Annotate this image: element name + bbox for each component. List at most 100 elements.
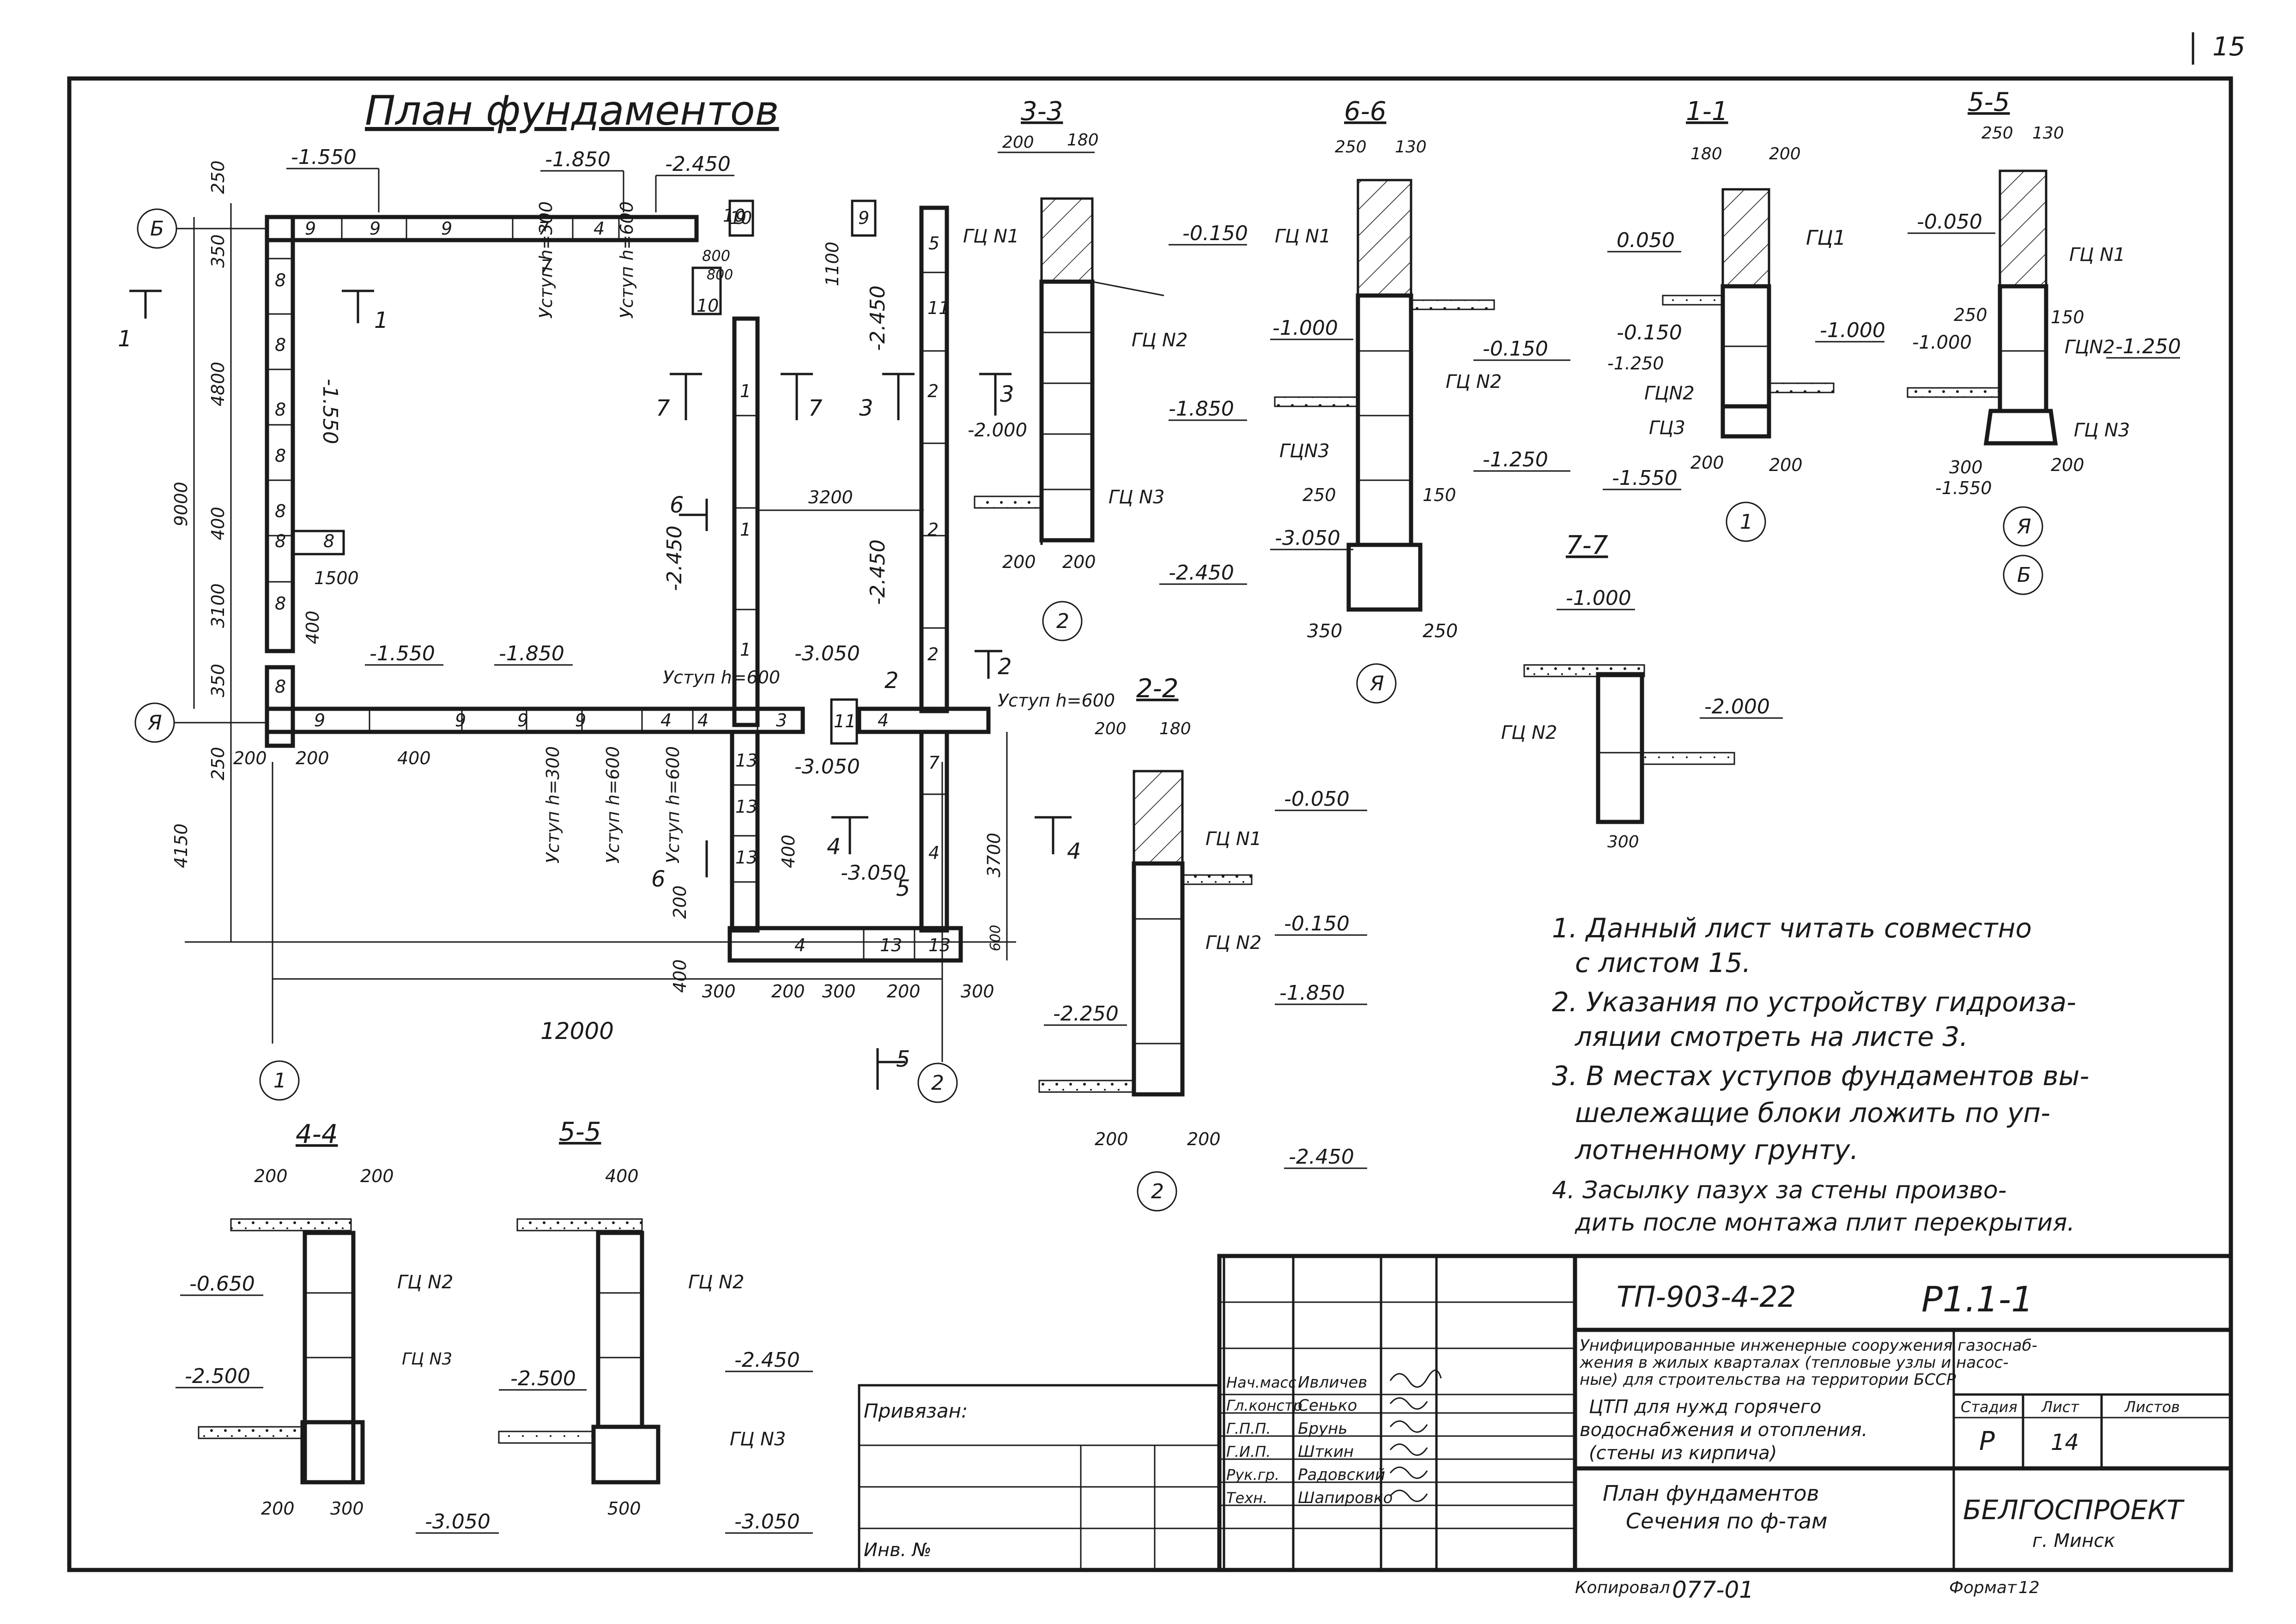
block-label: 13 [928, 935, 951, 955]
dimension-label: 9000 [171, 482, 191, 526]
plan-pit-bottom [727, 926, 963, 963]
block-type-label: ГЦ N2 [1206, 932, 1261, 954]
block-label: 8 [275, 501, 286, 521]
name-label: Ивличев [1298, 1373, 1367, 1392]
dimension-label: 400 [605, 1166, 639, 1186]
axis-label: 2 [1151, 1180, 1164, 1203]
block-label: 4 [594, 218, 605, 239]
block-label: 9 [517, 710, 528, 730]
elevation-label: -3.050 [1275, 526, 1340, 550]
axis-bubble [259, 1060, 300, 1101]
dimension-label: 3200 [808, 487, 853, 507]
dimension-label: 350 [208, 234, 228, 268]
dimension-label: 130 [1395, 138, 1427, 157]
elevation-label: -2.500 [510, 1367, 576, 1390]
project-title: водоснабжения и отопления. [1580, 1419, 1867, 1441]
block-label: 7 [540, 256, 551, 277]
drawing-code: ТП-903-4-22 [1617, 1280, 1796, 1314]
description-line: Унифицированные инженерные сооружения га… [1580, 1336, 2037, 1355]
step-label: Уступ h=600 [603, 746, 623, 863]
plan-section-marks: 1 1 7 7 3 3 6 6 2 2 4 4 5 5 [118, 290, 1081, 1090]
dimension-label: 250 [1954, 305, 1987, 325]
section-3-3: 3-3 200 180 200 200 -0.150 -2.000 -1.850… [963, 97, 1248, 641]
section-mark-label: 6 [670, 492, 684, 518]
dimension-label: 200 [261, 1498, 295, 1519]
block-type-label: ГЦN2 [1644, 383, 1695, 404]
section-mark-label: 5 [896, 1046, 910, 1072]
block-label: 13 [735, 797, 757, 817]
elevation-label: -2.500 [185, 1364, 250, 1388]
dimension-label: 200 [1769, 455, 1803, 475]
block-label: 7 [928, 753, 939, 773]
elevation-label: -2.450 [1289, 1145, 1354, 1169]
elevation-label: -1.550 [370, 642, 435, 665]
block-label: 13 [735, 847, 757, 868]
axis-label: 1 [1740, 510, 1753, 534]
section-mark-label: 3 [1000, 381, 1014, 407]
block-label: 5 [928, 233, 939, 254]
block-type-label: ГЦ N2 [397, 1272, 453, 1293]
block-label: 3 [776, 710, 787, 730]
plan-block-labels: 9 9 9 7 4 10 9 9 5 11 8 8 8 8 8 8 8 8 8 … [275, 205, 951, 955]
general-notes: 1. Данный лист читать совместно с листом… [1552, 912, 2089, 1237]
elevation-label: -1.000 [1912, 332, 1972, 353]
step-label: Уступ h=600 [617, 201, 637, 319]
block-type-label: ГЦN2 [2065, 337, 2115, 358]
block-type-label: ГЦN3 [1279, 441, 1330, 462]
block-type-label: ГЦ N2 [1446, 371, 1502, 392]
block-label: 4 [697, 710, 709, 730]
description-line: жения в жилых кварталах (тепловые узлы и… [1579, 1353, 2009, 1372]
organization: БЕЛГОСПРОЕКТ [1963, 1494, 2185, 1526]
note-line: шележащие блоки ложить по уп- [1575, 1097, 2050, 1129]
dimension-label: 400 [778, 834, 799, 868]
section-4-4: 4-4 200 200 200 300 -0.650 -2.500 -3.050… [176, 1119, 499, 1534]
step-label: Уступ h=600 [663, 746, 683, 863]
section-7-7: 7-7 300 -1.000 -2.000 ГЦ N2 [1501, 531, 1783, 851]
axis-label: 2 [1056, 610, 1069, 633]
plan-dimension-lines [185, 203, 1016, 1062]
elevation-label: -3.050 [734, 1510, 800, 1533]
note-line: ляции смотреть на листе 3. [1575, 1021, 1968, 1052]
section-title: 1-1 [1686, 97, 1728, 127]
signature-mark [1389, 1443, 1428, 1456]
dimension-label: 200 [1095, 719, 1127, 738]
role-label: Рук.гр. [1226, 1466, 1279, 1484]
dimension-label: 150 [1423, 485, 1456, 505]
elevation-label: -3.050 [841, 861, 906, 885]
block-label: 1 [740, 381, 751, 401]
city: г. Минск [2032, 1530, 2115, 1552]
block-label: 2 [927, 644, 939, 664]
elevation-label: -1.850 [499, 642, 564, 665]
section-mark-label: 6 [651, 866, 666, 892]
section-mark-label: 2 [998, 654, 1012, 680]
dimension-label: 200 [233, 748, 267, 768]
section-mark-label: 5 [896, 875, 910, 901]
block-label: 8 [275, 446, 286, 466]
block-label: 9 [575, 710, 586, 730]
note-line: 1. Данный лист читать совместно [1552, 912, 2032, 944]
overall-dimension-label: 12000 [540, 1018, 614, 1044]
block-type-label: ГЦ3 [1649, 417, 1685, 439]
dimension-label: 200 [1690, 453, 1724, 473]
dimension-label: 600 [987, 925, 1004, 951]
dimension-label: 200 [1062, 552, 1096, 572]
signature-mark [1389, 1370, 1442, 1388]
block-label: 13 [880, 935, 902, 955]
block-type-label: ГЦ N3 [402, 1350, 452, 1369]
block-label: 9 [370, 218, 381, 239]
block-label: 8 [275, 531, 286, 551]
section-mark-label: 2 [884, 668, 899, 694]
role-label: Гл.констр [1226, 1397, 1302, 1414]
plan-block-11 [830, 698, 858, 745]
copied-label: Копировал [1575, 1578, 1670, 1597]
dimension-label: 200 [1002, 552, 1036, 572]
block-label: 4 [660, 710, 672, 730]
elevation-label: -1.550 [1612, 466, 1678, 490]
dimension-label: 300 [822, 981, 856, 1002]
elevation-label: -2.450 [665, 152, 731, 176]
section-mark-label: 1 [374, 308, 388, 333]
dimension-label: 300 [1607, 833, 1639, 851]
elevation-label: -0.150 [1284, 912, 1350, 936]
elevation-label: -2.250 [1053, 1002, 1119, 1026]
elevation-label: -0.050 [1284, 787, 1350, 811]
